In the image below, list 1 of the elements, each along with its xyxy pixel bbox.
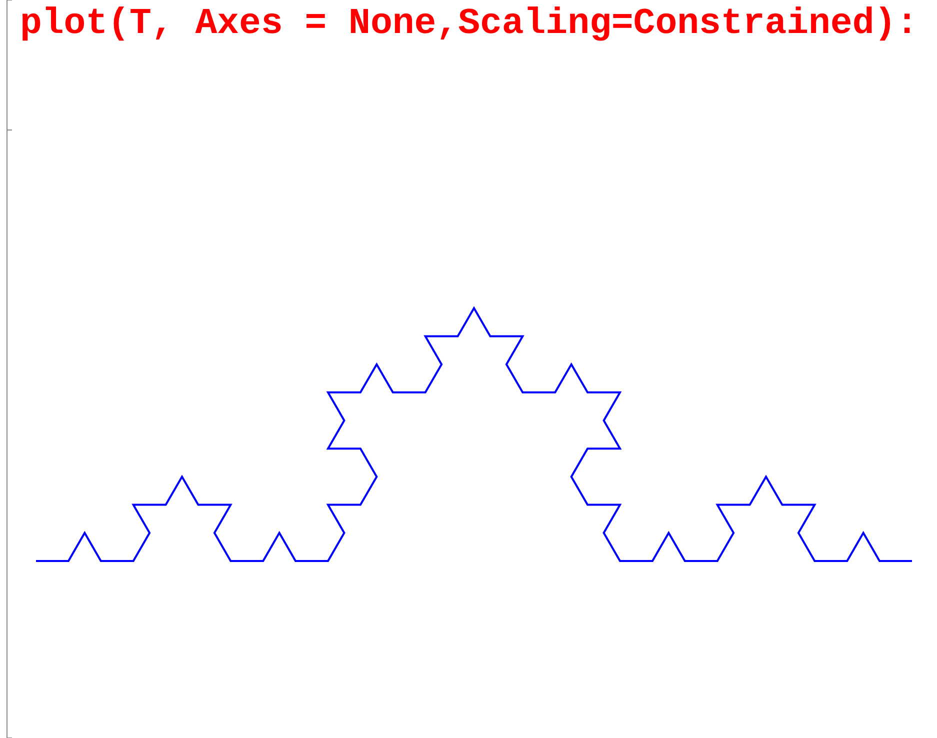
code-line: plot(T, Axes = None,Scaling=Constrained): — [20, 4, 918, 44]
